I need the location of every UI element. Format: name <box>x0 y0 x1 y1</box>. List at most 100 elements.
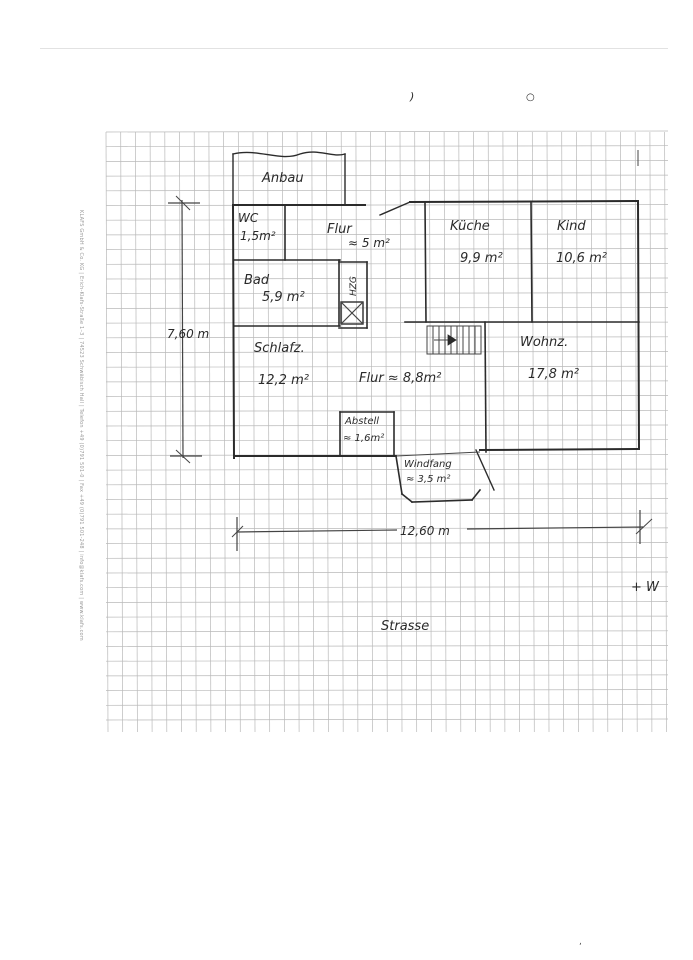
grid-line <box>105 233 669 236</box>
grid-line <box>105 483 669 486</box>
flur-top-area: ≈ 5 m² <box>348 236 390 250</box>
stairs <box>426 325 482 355</box>
height-dimension <box>168 195 202 464</box>
grid-line <box>105 630 669 633</box>
grid-line <box>590 131 594 733</box>
grid-line <box>458 131 462 733</box>
grid-line <box>105 674 669 677</box>
height-dimension-label: 7,60 m <box>167 327 209 341</box>
grid-line <box>105 615 669 618</box>
grid-line <box>105 409 669 412</box>
wc-label: WC <box>238 211 259 225</box>
grid-line <box>105 718 669 721</box>
grid-line <box>429 131 432 733</box>
grid-line <box>399 131 403 733</box>
grid-line <box>252 131 256 733</box>
grid-line <box>105 351 669 353</box>
grid-line <box>193 131 197 733</box>
grid-line <box>149 131 153 733</box>
grid-line <box>237 131 241 733</box>
grid-line <box>105 365 669 368</box>
anbau-room <box>232 151 346 206</box>
grid-line <box>664 131 667 733</box>
grid-line <box>620 131 623 733</box>
grid-line <box>105 248 669 250</box>
grid-line <box>105 424 669 427</box>
grid-line <box>105 262 669 265</box>
grid-line <box>105 160 669 162</box>
grid-line <box>105 395 669 397</box>
flur-top-label: Flur <box>327 222 353 237</box>
wohnz-area: 17,8 m² <box>528 367 579 382</box>
grid-line <box>473 131 476 733</box>
grid-line <box>105 174 669 177</box>
wc-area: 1,5m² <box>240 229 276 243</box>
grid-line <box>443 131 447 733</box>
street-label: Strasse <box>381 619 429 634</box>
grid-line <box>605 131 609 733</box>
grid-line <box>267 131 271 733</box>
grid-line <box>282 131 285 733</box>
grid-line <box>311 131 315 733</box>
grid-line <box>546 131 550 733</box>
flur-main-label: Flur ≈ 8,8m² <box>359 371 441 386</box>
grid-line <box>208 131 212 733</box>
grid-line <box>561 131 565 733</box>
grid-line <box>105 439 669 442</box>
schlafz-label: Schlafz. <box>254 341 305 356</box>
stray-mark: , <box>579 937 582 947</box>
grid-line <box>105 131 109 733</box>
grid-line <box>105 659 669 662</box>
grid-line <box>531 131 535 733</box>
kueche-label: Küche <box>450 219 490 234</box>
grid-line <box>105 586 669 589</box>
grid-line <box>105 556 669 559</box>
windfang-porch <box>395 449 495 504</box>
grid-line <box>105 601 669 603</box>
grid-line <box>355 131 359 733</box>
grid-line <box>120 131 124 733</box>
grid-line <box>340 131 344 733</box>
grid-line <box>370 131 373 733</box>
interior-walls <box>233 201 640 456</box>
grid-line <box>105 454 669 456</box>
grid-line <box>105 468 669 471</box>
hzg-label: HZG <box>349 276 359 296</box>
grid-line <box>502 131 506 733</box>
grid-line <box>634 131 638 733</box>
grid-line <box>649 131 653 733</box>
grid-line <box>135 131 138 733</box>
grid-line <box>296 131 300 733</box>
faint-mark: ) <box>409 90 414 103</box>
grid-line <box>384 131 388 733</box>
kind-area: 10,6 m² <box>556 251 607 266</box>
grid-line <box>517 131 520 733</box>
grid-line <box>105 380 669 383</box>
schlafz-area: 12,2 m² <box>258 373 309 388</box>
bad-area: 5,9 m² <box>262 290 305 305</box>
kind-label: Kind <box>557 219 586 234</box>
kueche-area: 9,9 m² <box>460 251 503 266</box>
grid-line <box>179 131 182 733</box>
abstell-area: ≈ 1,6m² <box>343 433 384 444</box>
grid-line <box>105 542 669 544</box>
edge-mark: + W <box>631 580 660 595</box>
heating-box <box>340 301 364 325</box>
grid-line <box>576 131 579 733</box>
grid-line <box>414 131 418 733</box>
grid-line <box>105 204 669 206</box>
grid-line <box>105 571 669 574</box>
width-dimension <box>231 510 653 551</box>
grid-line <box>105 277 669 280</box>
grid-line <box>105 130 669 133</box>
grid-line <box>487 131 491 733</box>
faint-mark: ○ <box>526 92 535 103</box>
grid-line <box>105 307 669 309</box>
grid-paper <box>105 130 669 733</box>
grid-line <box>105 645 669 647</box>
bad-label: Bad <box>244 273 270 288</box>
wohnz-label: Wohnz. <box>520 335 568 350</box>
grid-line <box>223 131 226 733</box>
scan-edge-line <box>40 48 668 49</box>
